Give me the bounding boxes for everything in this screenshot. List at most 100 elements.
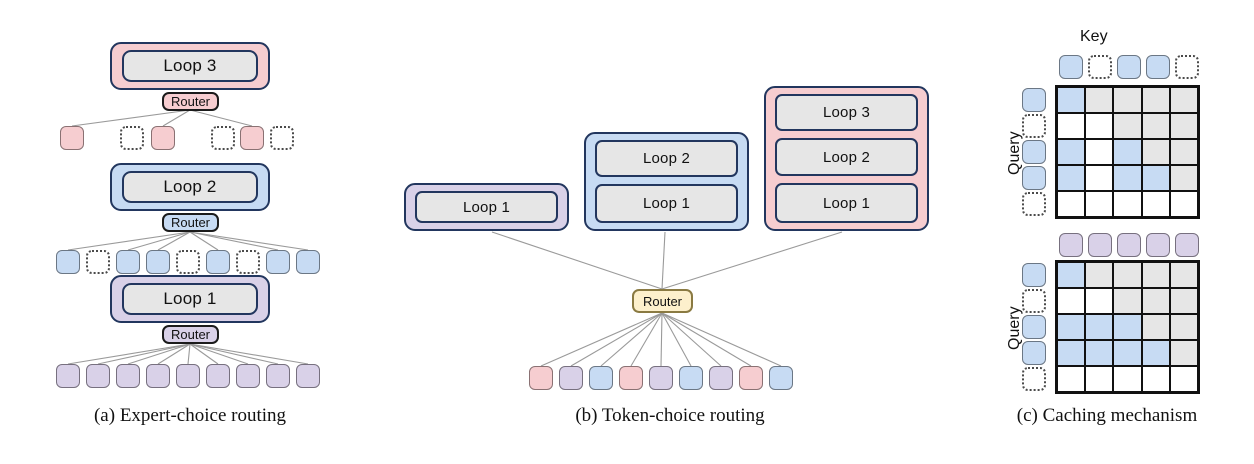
key-token-bot-1[interactable] (1059, 233, 1083, 257)
matrix-cell-bot-r2c1 (1057, 288, 1086, 314)
matrix-cell-bot-r1c3 (1113, 262, 1142, 288)
token-a3-2[interactable] (120, 126, 144, 150)
query-token-bot-2[interactable] (1022, 289, 1046, 313)
token-b-8[interactable] (739, 366, 763, 390)
token-a2-9[interactable] (296, 250, 320, 274)
token-a2-5[interactable] (176, 250, 200, 274)
matrix-cell-bot-r3c3 (1113, 314, 1142, 340)
token-a1-1[interactable] (56, 364, 80, 388)
token-a1-9[interactable] (296, 364, 320, 388)
matrix-cell-bot-r4c1 (1057, 340, 1086, 366)
matrix-cell-bot-r5c3 (1113, 366, 1142, 392)
loop3-box[interactable]: Loop 3 (122, 50, 258, 82)
token-a2-2[interactable] (86, 250, 110, 274)
token-a1-3[interactable] (116, 364, 140, 388)
token-a3-6[interactable] (270, 126, 294, 150)
key-token-top-5[interactable] (1175, 55, 1199, 79)
expert2-loop2-box[interactable]: Loop 2 (595, 140, 738, 177)
query-token-top-4[interactable] (1022, 166, 1046, 190)
matrix-cell-bot-r3c4 (1141, 314, 1170, 340)
caption-panel-b: (b) Token-choice routing (575, 405, 765, 426)
loop3-router[interactable]: Router (162, 92, 219, 111)
attention-matrix-bottom[interactable] (1055, 260, 1200, 394)
matrix-cell-top-r4c3 (1113, 165, 1142, 191)
matrix-cell-top-r4c2 (1085, 165, 1114, 191)
token-b-7[interactable] (709, 366, 733, 390)
matrix-cell-top-r3c5 (1169, 139, 1198, 165)
key-token-top-4[interactable] (1146, 55, 1170, 79)
token-a2-3[interactable] (116, 250, 140, 274)
query-token-top-5[interactable] (1022, 192, 1046, 216)
key-token-bot-3[interactable] (1117, 233, 1141, 257)
matrix-cell-top-r5c2 (1085, 191, 1114, 217)
token-choice-router[interactable]: Router (632, 289, 693, 313)
expert2-loop1-box[interactable]: Loop 1 (595, 184, 738, 223)
token-a2-1[interactable] (56, 250, 80, 274)
query-token-top-2[interactable] (1022, 114, 1046, 138)
token-b-9[interactable] (769, 366, 793, 390)
token-a1-4[interactable] (146, 364, 170, 388)
key-token-top-1[interactable] (1059, 55, 1083, 79)
loop2-router[interactable]: Router (162, 213, 219, 232)
matrix-cell-bot-r4c2 (1085, 340, 1114, 366)
loop2-box[interactable]: Loop 2 (122, 171, 258, 203)
token-b-4[interactable] (619, 366, 643, 390)
token-a3-3[interactable] (151, 126, 175, 150)
matrix-cell-bot-r1c4 (1141, 262, 1170, 288)
query-token-bot-4[interactable] (1022, 341, 1046, 365)
token-b-3[interactable] (589, 366, 613, 390)
key-token-top-3[interactable] (1117, 55, 1141, 79)
key-token-bot-5[interactable] (1175, 233, 1199, 257)
expert1-loop1-box[interactable]: Loop 1 (415, 191, 558, 223)
token-b-5[interactable] (649, 366, 673, 390)
matrix-cell-top-r1c3 (1113, 87, 1142, 113)
token-a2-6[interactable] (206, 250, 230, 274)
token-a3-5[interactable] (240, 126, 264, 150)
key-token-bot-2[interactable] (1088, 233, 1112, 257)
token-a3-4[interactable] (211, 126, 235, 150)
token-a2-4[interactable] (146, 250, 170, 274)
token-b-1[interactable] (529, 366, 553, 390)
token-a1-8[interactable] (266, 364, 290, 388)
matrix-cell-bot-r5c2 (1085, 366, 1114, 392)
matrix-cell-top-r5c3 (1113, 191, 1142, 217)
query-token-top-1[interactable] (1022, 88, 1046, 112)
panel-b: Loop 1 Loop 2 Loop 1 Loop 3 Loop 2 Loop … (380, 0, 960, 464)
expert3-loop1-box[interactable]: Loop 1 (775, 183, 918, 223)
matrix-cell-top-r2c4 (1141, 113, 1170, 139)
matrix-cell-top-r1c1 (1057, 87, 1086, 113)
panel-a: Loop 3 Router Loop 2 Router Loop 1 Route… (0, 0, 380, 464)
key-token-bot-4[interactable] (1146, 233, 1170, 257)
expert3-loop2-box[interactable]: Loop 2 (775, 138, 918, 176)
query-token-bot-5[interactable] (1022, 367, 1046, 391)
token-a1-6[interactable] (206, 364, 230, 388)
token-b-2[interactable] (559, 366, 583, 390)
matrix-cell-bot-r2c3 (1113, 288, 1142, 314)
key-axis-label-top: Key (1080, 28, 1108, 45)
token-a3-1[interactable] (60, 126, 84, 150)
query-token-top-3[interactable] (1022, 140, 1046, 164)
loop1-router[interactable]: Router (162, 325, 219, 344)
matrix-cell-bot-r3c1 (1057, 314, 1086, 340)
token-a2-8[interactable] (266, 250, 290, 274)
token-a1-5[interactable] (176, 364, 200, 388)
matrix-cell-top-r4c1 (1057, 165, 1086, 191)
token-a1-2[interactable] (86, 364, 110, 388)
matrix-cell-bot-r2c5 (1169, 288, 1198, 314)
matrix-cell-top-r3c3 (1113, 139, 1142, 165)
matrix-cell-bot-r4c3 (1113, 340, 1142, 366)
matrix-cell-bot-r1c5 (1169, 262, 1198, 288)
loop1-box[interactable]: Loop 1 (122, 283, 258, 315)
matrix-cell-top-r2c2 (1085, 113, 1114, 139)
matrix-cell-bot-r2c4 (1141, 288, 1170, 314)
matrix-cell-bot-r5c5 (1169, 366, 1198, 392)
expert3-loop3-box[interactable]: Loop 3 (775, 94, 918, 131)
key-token-top-2[interactable] (1088, 55, 1112, 79)
query-token-bot-3[interactable] (1022, 315, 1046, 339)
query-token-bot-1[interactable] (1022, 263, 1046, 287)
token-a1-7[interactable] (236, 364, 260, 388)
token-a2-7[interactable] (236, 250, 260, 274)
attention-matrix-top[interactable] (1055, 85, 1200, 219)
token-b-6[interactable] (679, 366, 703, 390)
